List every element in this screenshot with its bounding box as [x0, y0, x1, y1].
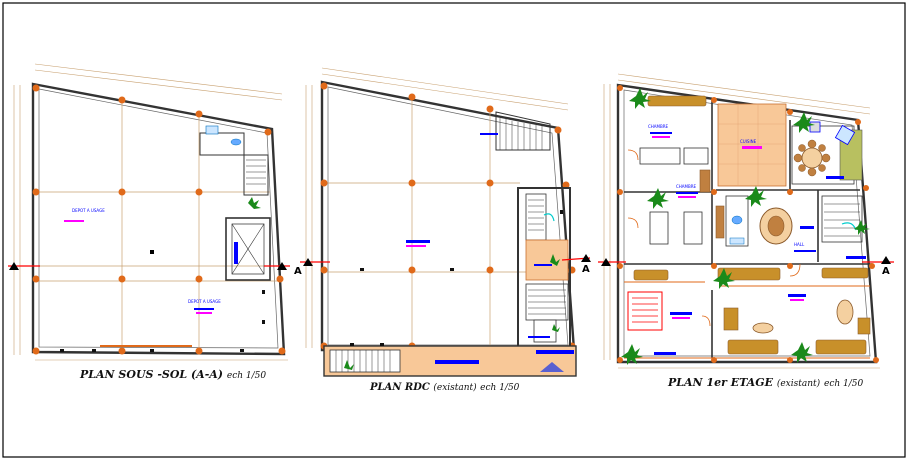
section-marker-a: A: [294, 266, 302, 277]
plan-subtitle-etage: (existant): [776, 379, 821, 389]
plan-subtitle-rdc: (existant): [433, 383, 477, 393]
room-label-cuisine: CUISINE: [740, 139, 757, 144]
plan-etage: CUISINE CHAMBRE CHAMBRE HALL: [598, 73, 894, 369]
plan-title-rdc: PLAN RDC (existant) ech 1/50: [370, 382, 519, 393]
plan-scale-etage: ech 1/50: [824, 379, 864, 389]
room-label-chambre-2: CHAMBRE: [676, 184, 697, 189]
section-marker-a-rdc: A: [582, 264, 590, 275]
room-label-depot-2: DEPOT A USAGE: [188, 299, 221, 304]
plan-title-rdc-text: PLAN RDC: [370, 382, 430, 393]
plan-title-sous-sol-text: PLAN SOUS -SOL (A-A): [80, 368, 224, 381]
room-label-hall: HALL: [794, 242, 805, 247]
plan-title-sous-sol: PLAN SOUS -SOL (A-A) ech 1/50: [80, 368, 266, 381]
plan-title-etage: PLAN 1er ETAGE (existant) ech 1/50: [668, 376, 863, 389]
plan-rdc: A: [300, 67, 591, 377]
room-label-depot-1: DEPOT A USAGE: [72, 208, 105, 213]
plan-sous-sol: DEPOT A USAGE DEPOT A USAGE A: [8, 63, 302, 361]
plan-scale-rdc: ech 1/50: [480, 383, 520, 393]
plan-title-etage-text: PLAN 1er ETAGE: [668, 376, 773, 389]
room-label-chambre-1: CHAMBRE: [648, 124, 669, 129]
plan-scale-sous-sol: ech 1/50: [226, 371, 267, 381]
section-marker-a-etage: A: [882, 266, 890, 277]
